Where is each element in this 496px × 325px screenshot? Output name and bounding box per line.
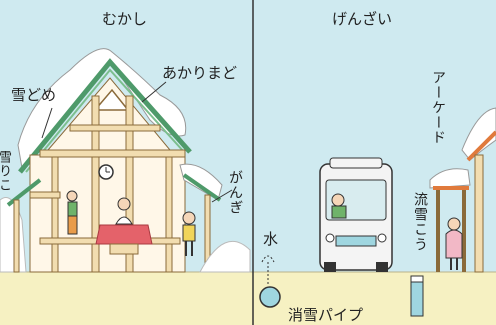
- label-gangi: がんぎ: [227, 170, 243, 215]
- water-spray: [261, 255, 275, 263]
- label-akari-mado: あかりまど: [162, 64, 238, 82]
- label-ryusetsu-ko: 流雪こう: [412, 192, 428, 252]
- label-arcade: アーケード: [430, 70, 446, 145]
- label-shosetsu-pipe: 消雪パイプ: [288, 306, 364, 324]
- shosetsu-pipe: [259, 286, 281, 308]
- label-yuki-dome: 雪どめ: [11, 86, 57, 104]
- shelter-snow: [429, 168, 471, 189]
- roof: [18, 58, 192, 174]
- left-title: むかし: [102, 10, 148, 28]
- label-edge-text: 雪りこ: [0, 150, 11, 192]
- modern-street: [259, 107, 496, 317]
- old-house: [0, 48, 251, 273]
- akari-mado: [93, 88, 130, 111]
- label-mizu: 水: [263, 230, 279, 248]
- kotatsu-table: [95, 224, 153, 245]
- right-title: げんざい: [332, 10, 393, 28]
